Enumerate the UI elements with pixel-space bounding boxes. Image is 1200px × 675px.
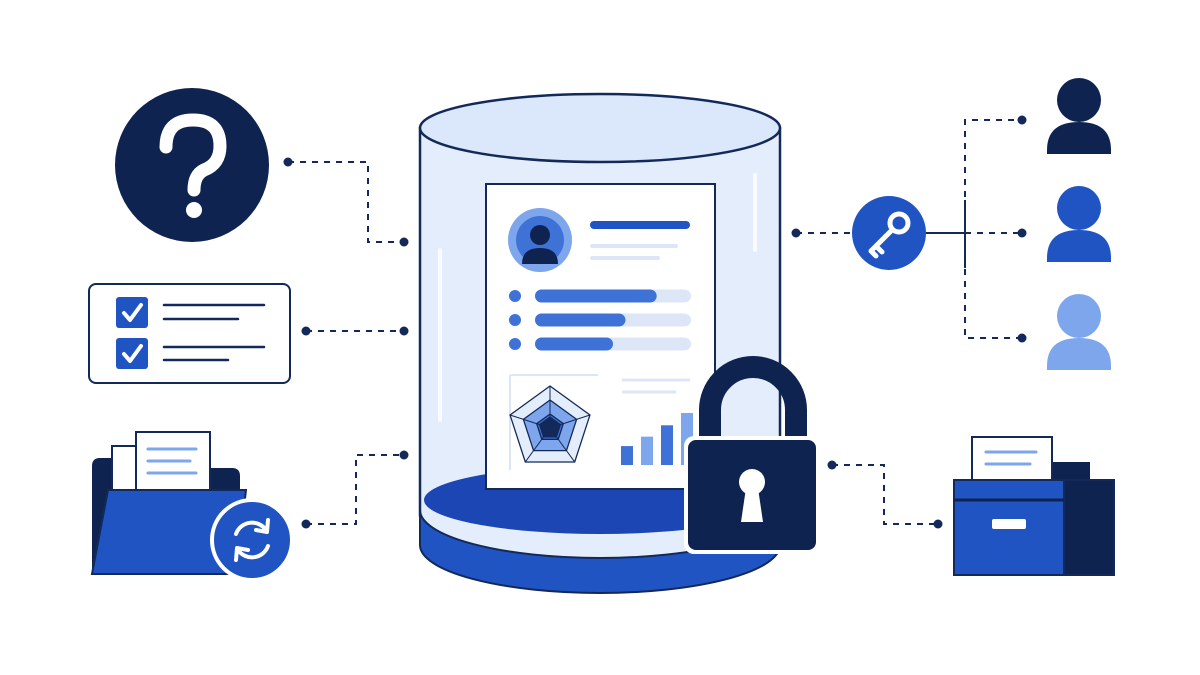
sync-icon	[210, 498, 294, 582]
radar-chart	[509, 385, 591, 463]
chart-bar	[621, 446, 633, 465]
padlock-icon	[684, 356, 820, 554]
bar-bullet	[509, 314, 521, 326]
connector-lock-to-archive	[832, 464, 938, 525]
chart-bar	[661, 425, 673, 465]
user-icon	[1047, 294, 1111, 370]
connector-help-to-vault	[288, 161, 404, 243]
connector-key-to-user-3	[964, 233, 1022, 339]
key-icon	[852, 196, 926, 270]
profile-progress-bars	[509, 289, 691, 351]
folder-sync-icon	[90, 431, 294, 582]
question-mark-icon	[115, 88, 269, 242]
bar-fill	[535, 289, 657, 303]
bar-bullet	[509, 338, 521, 350]
user-icon	[1047, 186, 1111, 262]
avatar	[508, 208, 572, 272]
connectors	[288, 119, 1022, 525]
bar-fill	[535, 313, 626, 327]
connector-dots	[283, 115, 1027, 529]
file-cabinet-icon	[953, 436, 1115, 576]
profile-document-icon	[485, 183, 716, 490]
checklist-icon	[88, 283, 291, 384]
user-group	[1047, 78, 1111, 370]
radar-core	[538, 416, 562, 438]
bar-bullet	[509, 290, 521, 302]
checkbox-checked	[116, 338, 148, 369]
chart-bar	[641, 436, 653, 465]
connector-folder-to-vault	[306, 454, 404, 525]
bar-fill	[535, 337, 613, 351]
user-icon	[1047, 78, 1111, 154]
checkbox-checked	[116, 297, 148, 328]
connector-key-to-user-1	[964, 119, 1022, 233]
